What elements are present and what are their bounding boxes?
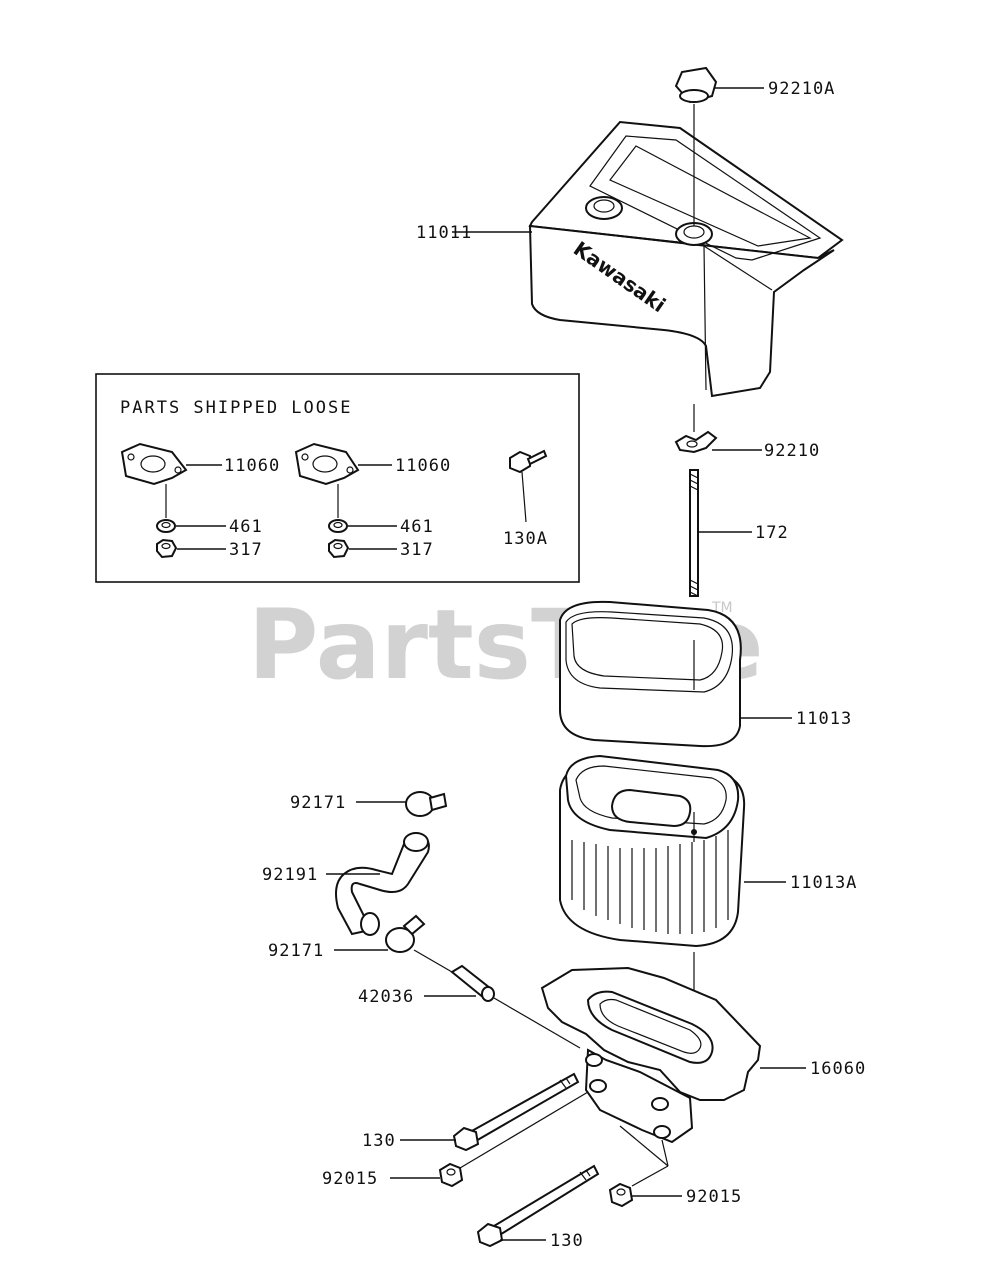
filter-element-11013A[interactable] [559, 754, 746, 948]
label-461-a[interactable]: 461 [229, 517, 263, 537]
parts-shipped-loose-box: PARTS SHIPPED LOOSE 11060 461 317 [95, 373, 580, 583]
label-130A[interactable]: 130A [503, 529, 548, 549]
label-16060[interactable]: 16060 [810, 1059, 866, 1079]
bolt-130A[interactable] [509, 449, 548, 474]
hose-clamp-92171-top[interactable] [405, 791, 448, 817]
nut-317-a[interactable] [156, 538, 178, 559]
stud-172[interactable] [689, 469, 699, 597]
label-11060-b[interactable]: 11060 [395, 456, 451, 476]
label-42036[interactable]: 42036 [358, 987, 414, 1007]
label-92171-top[interactable]: 92171 [290, 793, 346, 813]
label-172[interactable]: 172 [755, 523, 789, 543]
loose-box-title: PARTS SHIPPED LOOSE [120, 398, 352, 418]
washer-461-a[interactable] [156, 519, 176, 533]
label-317-b[interactable]: 317 [400, 540, 434, 560]
air-cleaner-base-16060[interactable] [540, 966, 762, 1144]
label-11013A[interactable]: 11013A [790, 873, 857, 893]
washer-461-b[interactable] [328, 519, 348, 533]
label-92210[interactable]: 92210 [764, 441, 820, 461]
nut-317-b[interactable] [328, 538, 350, 559]
label-317-a[interactable]: 317 [229, 540, 263, 560]
label-11011[interactable]: 11011 [416, 223, 472, 243]
gasket-11060-b[interactable] [294, 442, 360, 486]
label-92015-left[interactable]: 92015 [322, 1169, 378, 1189]
air-cleaner-cover-11011[interactable]: Kawasaki [528, 120, 844, 398]
gasket-11060-a[interactable] [120, 442, 188, 486]
label-130-bottom[interactable]: 130 [550, 1231, 584, 1251]
label-92015-right[interactable]: 92015 [686, 1187, 742, 1207]
pre-cleaner-11013[interactable] [559, 600, 742, 748]
label-461-b[interactable]: 461 [400, 517, 434, 537]
label-92191[interactable]: 92191 [262, 865, 318, 885]
label-92171-bottom[interactable]: 92171 [268, 941, 324, 961]
wing-nut-92210[interactable] [674, 430, 718, 454]
fitting-42036[interactable] [450, 964, 495, 1002]
bolt-130-left[interactable] [452, 1072, 580, 1152]
label-11013[interactable]: 11013 [796, 709, 852, 729]
knob-92210A[interactable] [674, 66, 718, 104]
label-92210A[interactable]: 92210A [768, 79, 835, 99]
nut-92015-right[interactable] [608, 1182, 634, 1208]
hose-clamp-92171-bottom[interactable] [385, 914, 426, 953]
label-11060-a[interactable]: 11060 [224, 456, 280, 476]
label-130-left[interactable]: 130 [362, 1131, 396, 1151]
nut-92015-left[interactable] [438, 1162, 464, 1188]
